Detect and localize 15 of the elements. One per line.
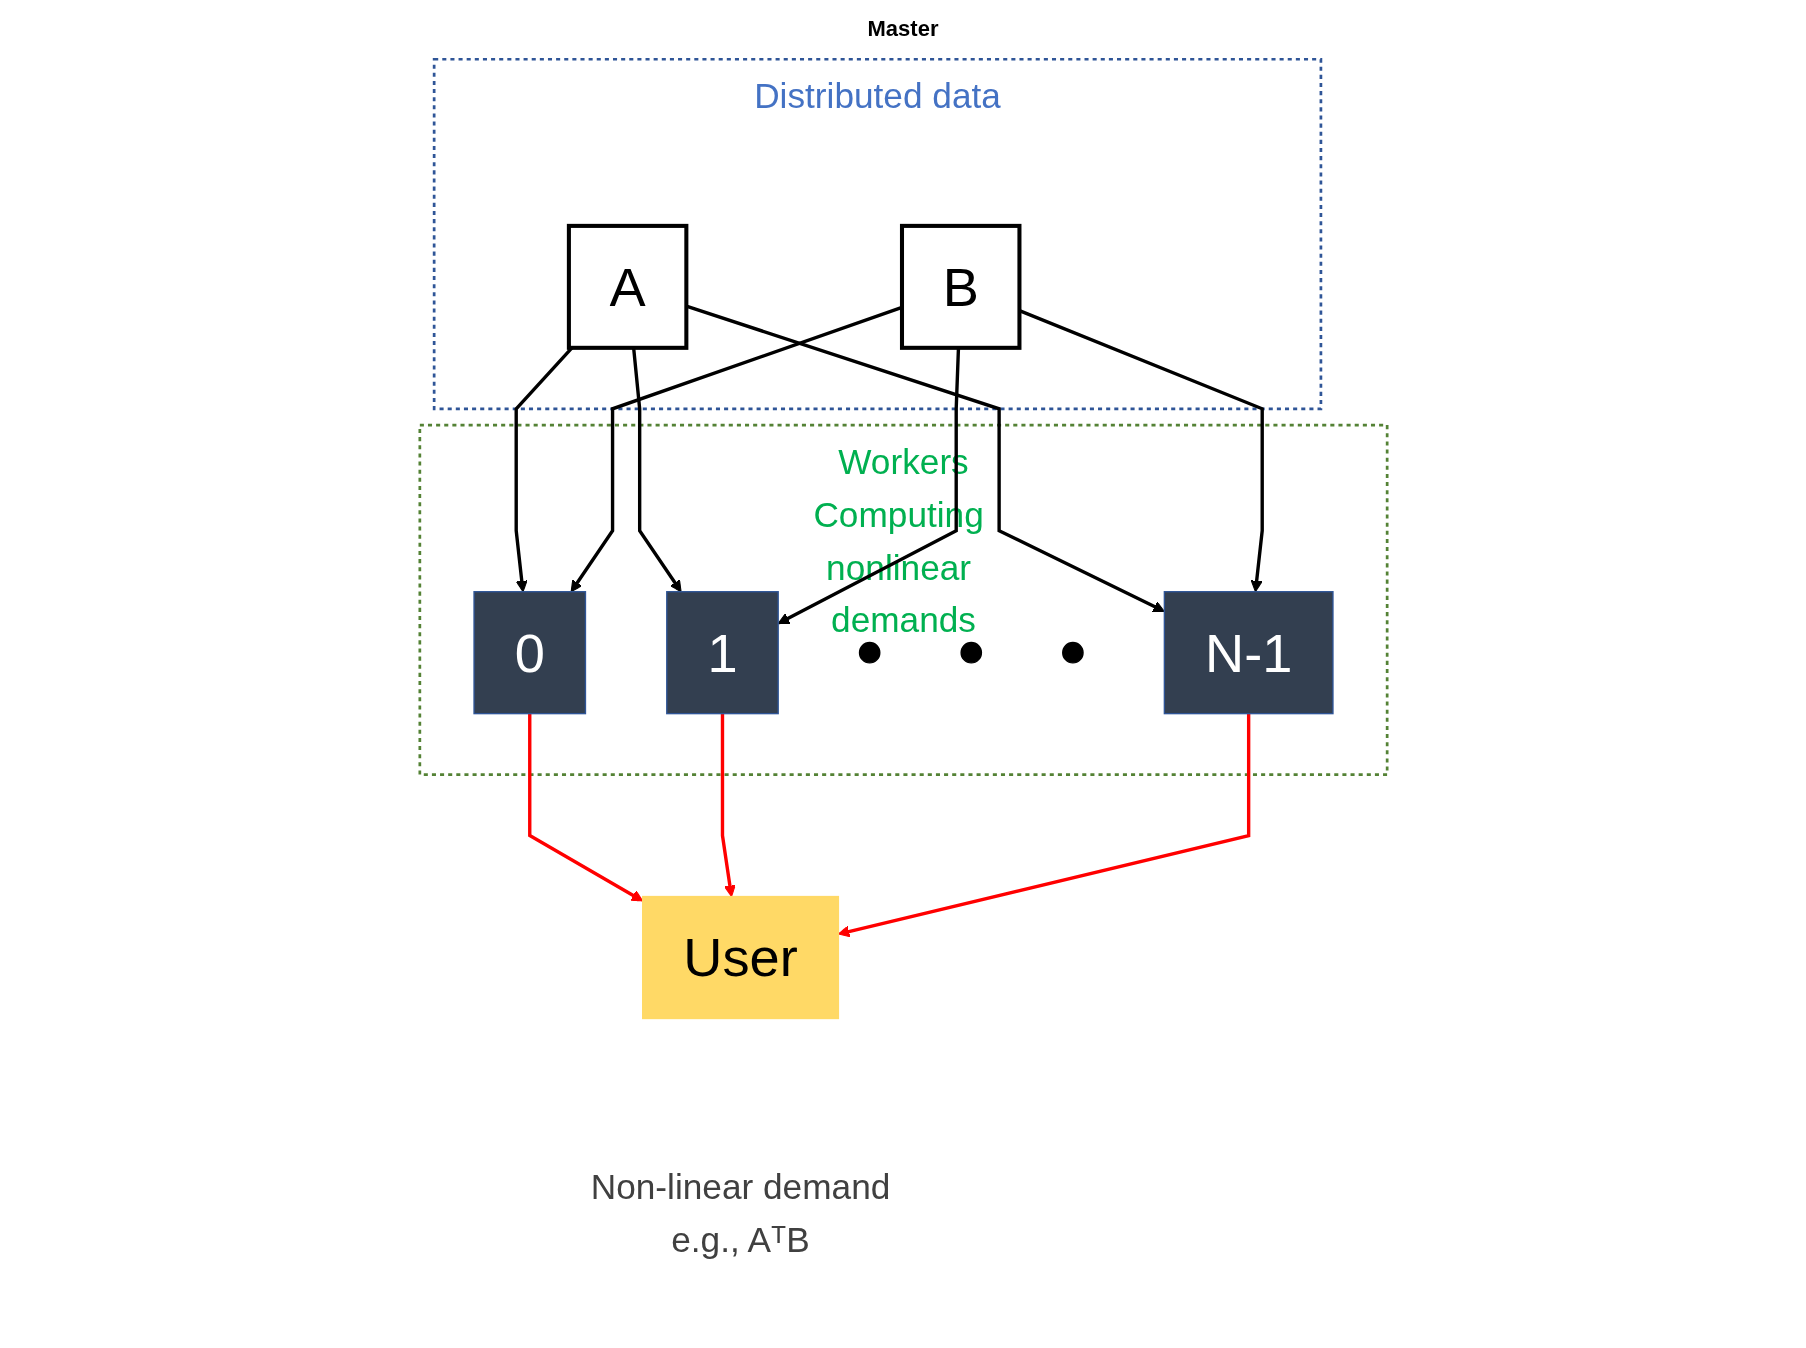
node-box: N-1: [1163, 591, 1334, 715]
arrow: [720, 713, 736, 898]
node-box: 1: [665, 591, 779, 715]
arrow: [527, 713, 643, 902]
node-box: 0: [472, 591, 586, 715]
node-circle: [1061, 641, 1084, 664]
node-circle: [959, 641, 982, 664]
node-circle: [858, 641, 880, 664]
master-label: Master: [867, 16, 939, 42]
node-label: e.g., AᵀB: [670, 1219, 810, 1260]
node-label: Non-linear demand: [590, 1166, 890, 1207]
node-box: User: [641, 895, 839, 1020]
node-box: B: [899, 223, 1021, 350]
arrow: [837, 713, 1250, 938]
node-box: A: [566, 223, 688, 350]
